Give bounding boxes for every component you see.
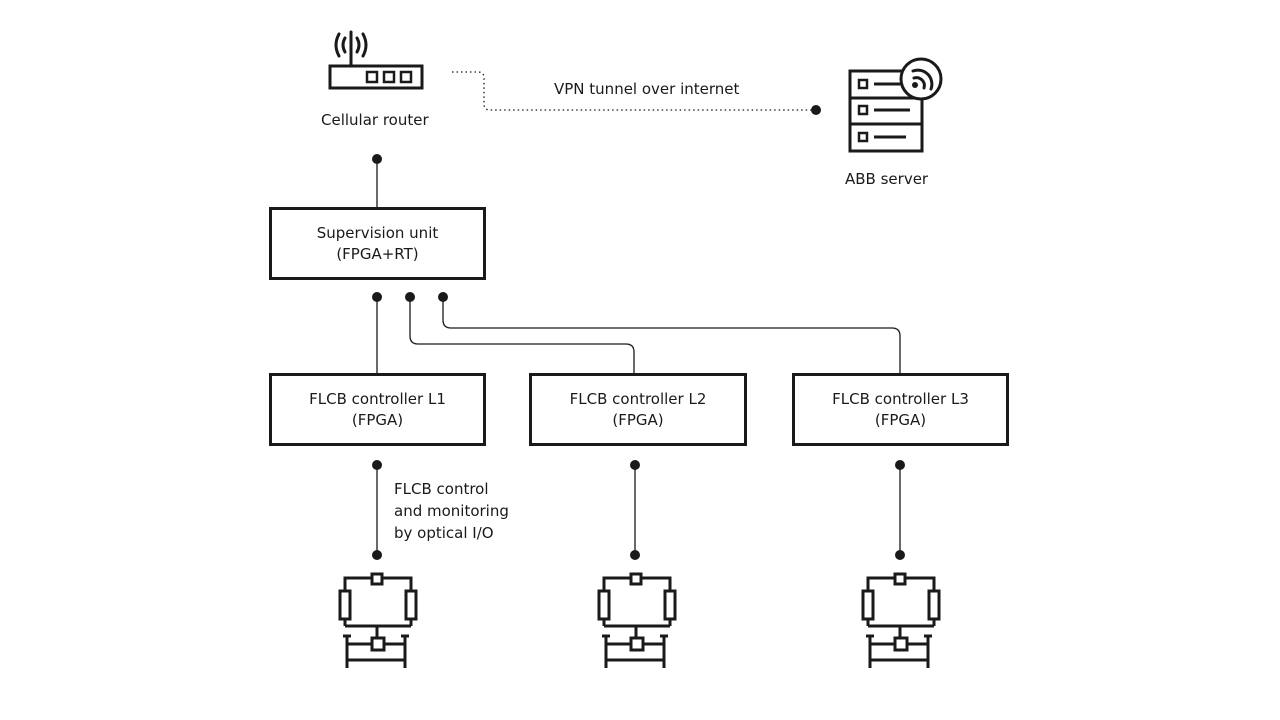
io-annotation-line-2: and monitoring (394, 502, 509, 520)
connection-dot (630, 550, 640, 560)
connection-dot (895, 550, 905, 560)
router-label: Cellular router (321, 111, 429, 129)
vpn-tunnel-label: VPN tunnel over internet (554, 80, 740, 98)
io-annotation-line-3: by optical I/O (394, 524, 494, 542)
router-icon (328, 30, 424, 90)
supervision-unit-title: Supervision unit (316, 223, 439, 242)
server-icon (848, 57, 943, 153)
connection-dot (438, 292, 448, 302)
connection-dot (811, 105, 821, 115)
flcb-controller-l3-box: FLCB controller L3 (FPGA) (792, 373, 1009, 446)
controller-subtitle: (FPGA) (874, 410, 927, 429)
connection-dot (372, 460, 382, 470)
supervision-unit-subtitle: (FPGA+RT) (336, 244, 419, 263)
controller-subtitle: (FPGA) (351, 410, 404, 429)
supervision-unit-box: Supervision unit (FPGA+RT) (269, 207, 486, 280)
supervision-to-l2-line (409, 297, 635, 374)
vpn-tunnel-line (452, 71, 816, 111)
flcb-controller-l1-box: FLCB controller L1 (FPGA) (269, 373, 486, 446)
controller-title: FLCB controller L3 (832, 389, 969, 408)
controller-title: FLCB controller L1 (309, 389, 446, 408)
controller-title: FLCB controller L2 (569, 389, 707, 408)
connection-dot (895, 460, 905, 470)
connection-dot (405, 292, 415, 302)
flcb-controller-l2-box: FLCB controller L2 (FPGA) (529, 373, 747, 446)
server-label: ABB server (845, 170, 929, 188)
circuit-breaker-icon (861, 572, 941, 668)
connection-dot (630, 460, 640, 470)
io-annotation-line-1: FLCB control (394, 480, 489, 498)
supervision-to-l3-line (442, 297, 901, 374)
connection-dot (372, 292, 382, 302)
circuit-breaker-icon (597, 572, 677, 668)
connection-dot (372, 154, 382, 164)
connection-dot (372, 550, 382, 560)
circuit-breaker-icon (338, 572, 418, 668)
controller-subtitle: (FPGA) (612, 410, 664, 429)
